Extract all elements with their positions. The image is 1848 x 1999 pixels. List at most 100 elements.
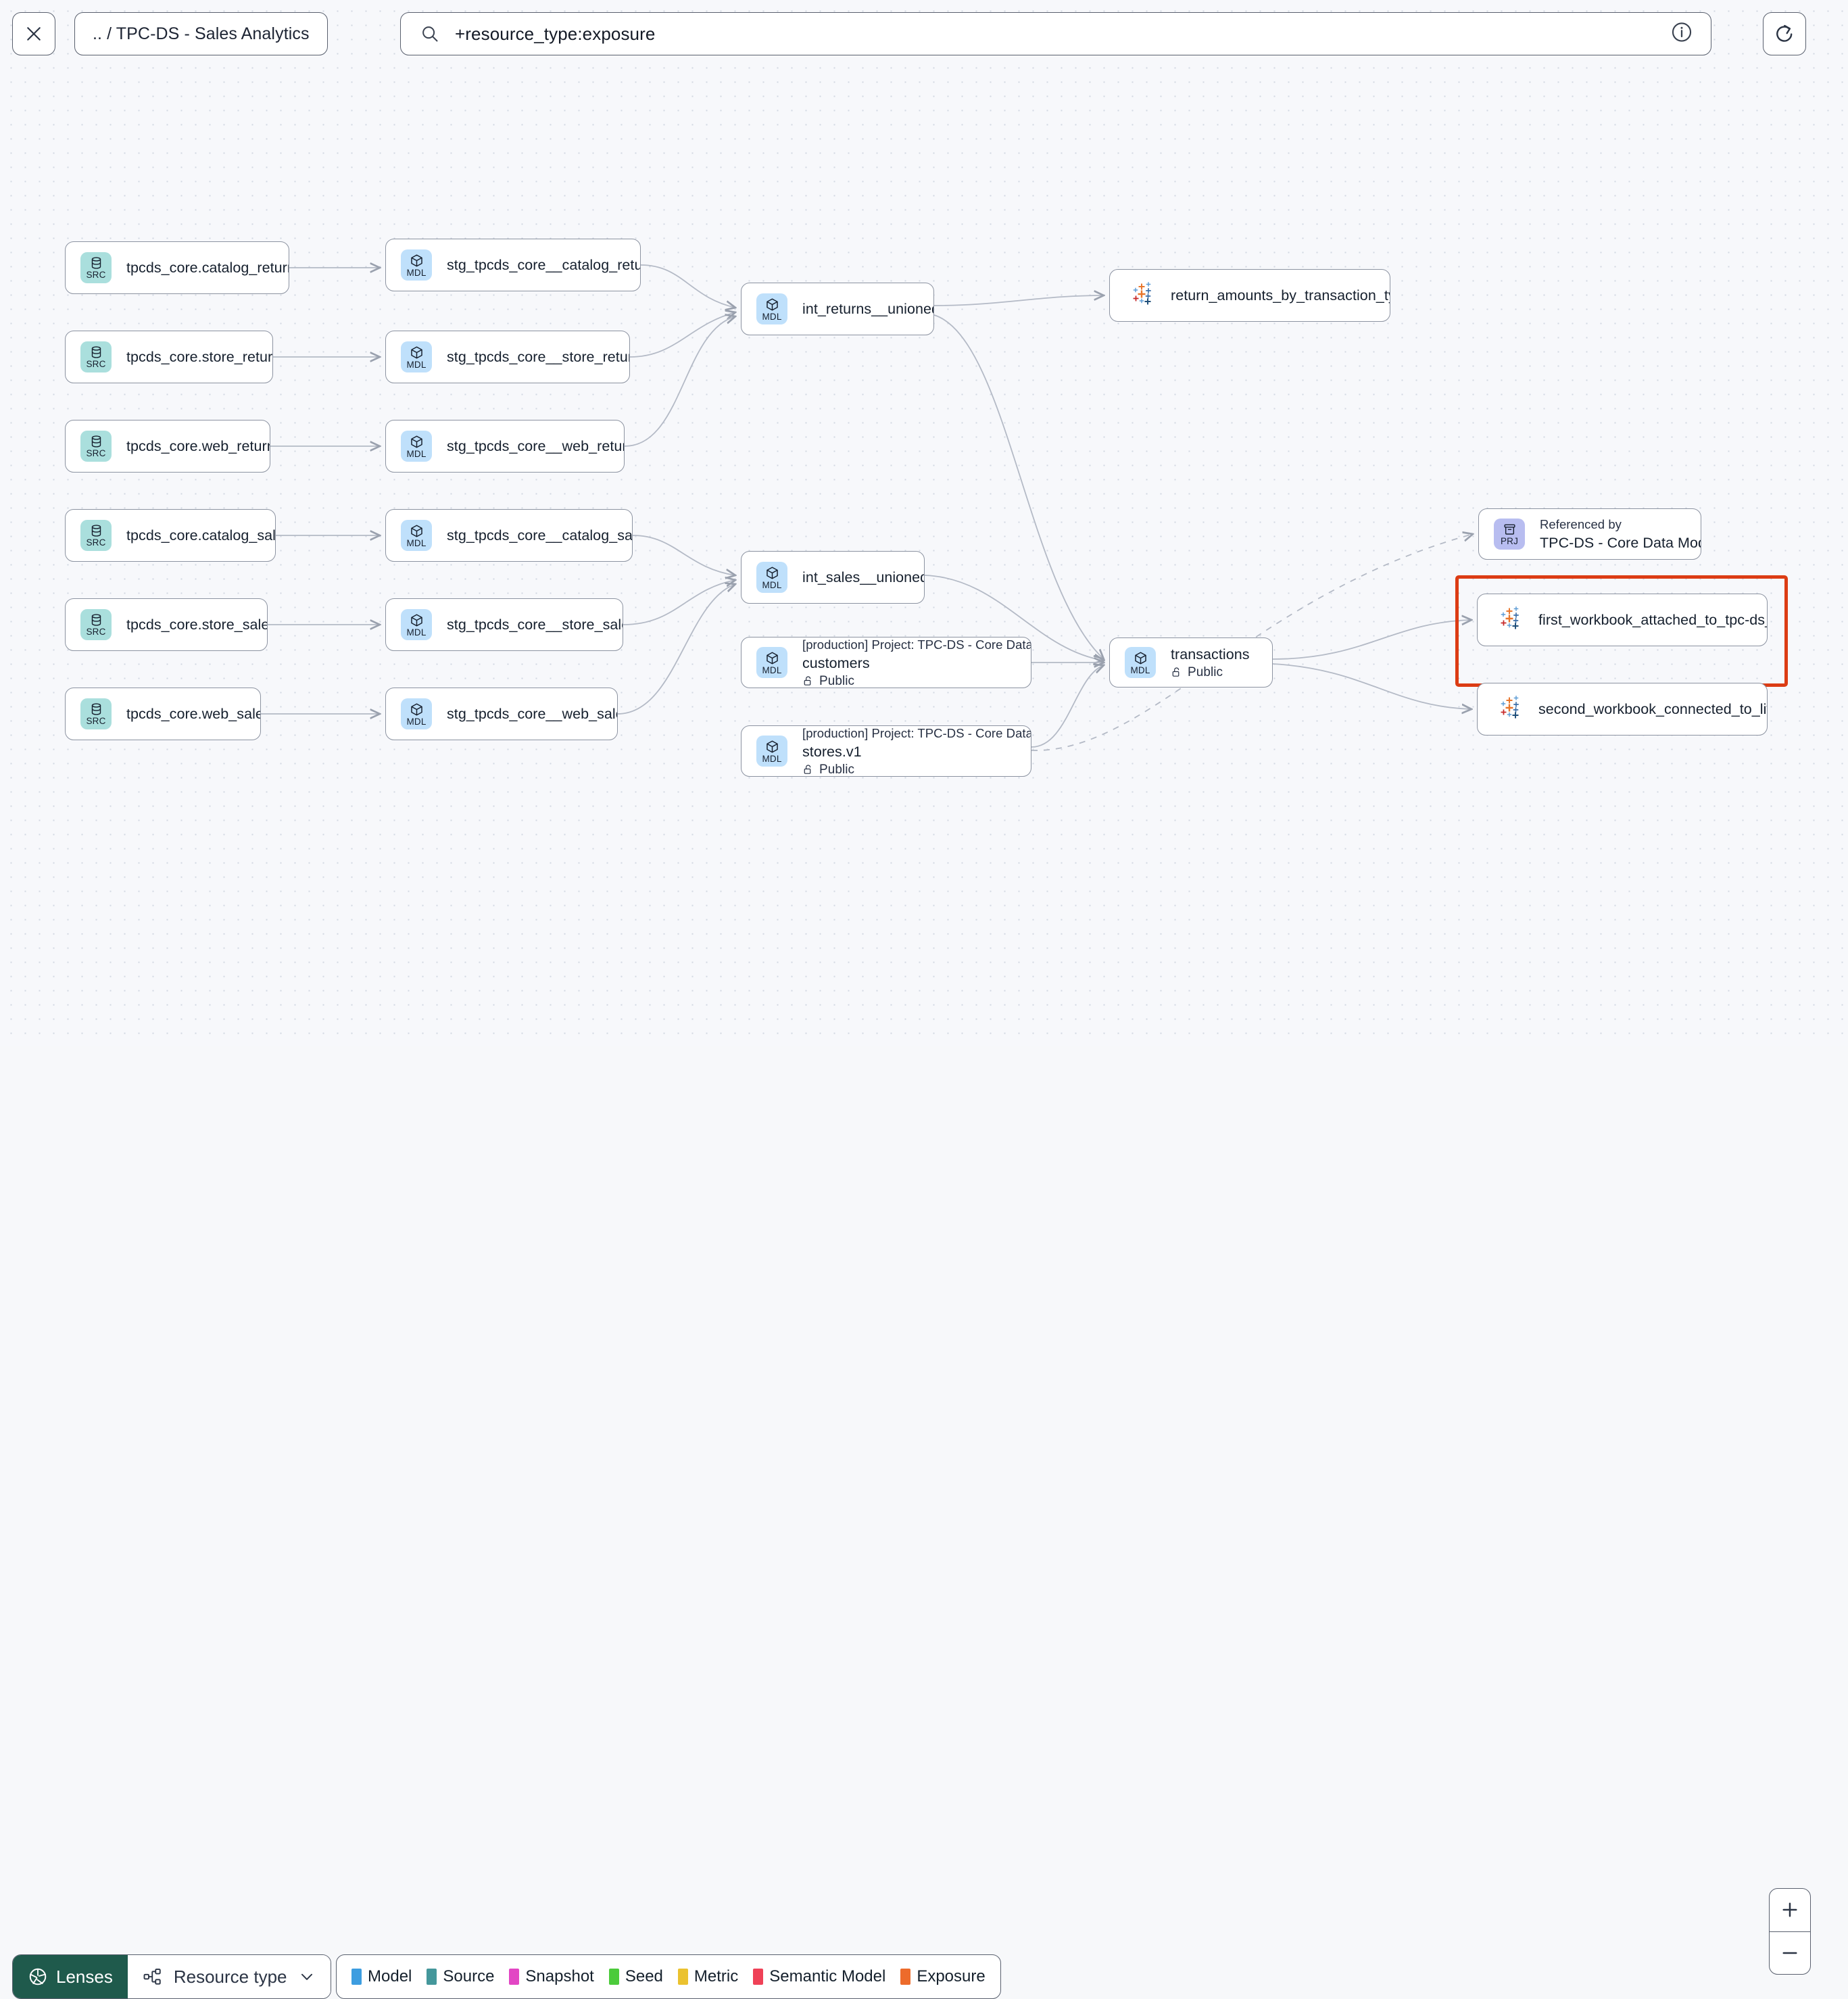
resource-type-dropdown[interactable]: Resource type — [127, 1955, 331, 1998]
chevron-down-icon — [301, 1973, 312, 1980]
legend-item-seed: Seed — [608, 1967, 663, 1986]
badge-label: SRC — [86, 537, 106, 548]
tableau-icon — [1501, 606, 1519, 629]
graph-node-mdl-customers[interactable]: MDL [production] Project: TPC-DS - Core D… — [741, 637, 1031, 688]
legend-swatch — [608, 1969, 619, 1985]
node-access-label: Public — [819, 762, 855, 777]
graph-node-exp-return-amounts[interactable]: return_amounts_by_transaction_type — [1109, 269, 1390, 322]
database-icon: SRC — [80, 698, 112, 729]
graph-node-src-store-sales[interactable]: SRC tpcds_core.store_sales — [65, 598, 268, 651]
cube-icon: MDL — [756, 293, 787, 324]
node-label: stg_tpcds_core__catalog_sales — [447, 527, 632, 544]
zoom-controls — [1769, 1888, 1811, 1975]
database-icon: SRC — [80, 431, 112, 462]
node-label: stg_tpcds_core__store_sales — [447, 616, 623, 633]
aperture-icon — [29, 1968, 47, 1985]
tableau-icon — [1495, 606, 1524, 634]
badge-label: SRC — [86, 448, 106, 458]
graph-node-src-web-returns[interactable]: SRC tpcds_core.web_returns — [65, 420, 270, 473]
cube-icon: MDL — [401, 341, 432, 372]
graph-node-mdl-stores-v1[interactable]: MDL [production] Project: TPC-DS - Core D… — [741, 725, 1031, 777]
graph-node-mdl-int-returns-unioned[interactable]: MDL int_returns__unioned — [741, 283, 934, 335]
node-access-badge: Public — [802, 673, 1031, 690]
hierarchy-icon — [143, 1969, 161, 1985]
breadcrumb[interactable]: .. / TPC-DS - Sales Analytics — [74, 12, 328, 55]
legend-item-metric: Metric — [677, 1967, 738, 1986]
tableau-icon — [1495, 695, 1524, 723]
unlock-icon — [804, 764, 811, 774]
badge-label: SRC — [86, 627, 106, 637]
referenced-by-label: Referenced by — [1540, 517, 1622, 531]
database-icon: SRC — [80, 252, 112, 283]
node-label: int_sales__unioned — [802, 569, 924, 585]
node-label: stg_tpcds_core__store_returns — [447, 348, 629, 365]
tableau-icon — [1127, 281, 1156, 310]
database-icon: SRC — [80, 520, 112, 551]
node-label: return_amounts_by_transaction_type — [1171, 287, 1390, 304]
badge-label: MDL — [406, 359, 427, 370]
badge-label: MDL — [406, 627, 427, 637]
badge-label: MDL — [762, 665, 782, 675]
badge-label: MDL — [762, 753, 782, 764]
legend-item-snapshot: Snapshot — [509, 1967, 594, 1986]
node-label: second_workbook_connected_to_live… — [1538, 700, 1767, 717]
node-project-label: [production] Project: TPC-DS - Core Data… — [802, 725, 1031, 740]
badge-label: SRC — [86, 270, 106, 280]
refresh-button[interactable] — [1763, 12, 1806, 55]
minus-icon — [1782, 1952, 1797, 1954]
search-input-value: +resource_type:exposure — [455, 23, 656, 44]
refresh-icon — [1776, 24, 1793, 42]
graph-node-exp-second-workbook[interactable]: second_workbook_connected_to_live… — [1477, 683, 1768, 736]
node-project-label: [production] Project: TPC-DS - Core Data… — [802, 637, 1031, 652]
legend-label: Exposure — [917, 1967, 986, 1985]
legend-swatch — [351, 1969, 362, 1985]
tableau-icon — [1501, 696, 1519, 719]
graph-node-exp-first-workbook[interactable]: first_workbook_attached_to_tpc-ds_-_… — [1477, 594, 1768, 646]
node-label: int_returns__unioned — [802, 300, 933, 317]
lenses-button[interactable]: Lenses — [13, 1955, 128, 1998]
info-circle-icon[interactable] — [1670, 21, 1693, 47]
node-label: tpcds_core.web_returns — [126, 437, 270, 454]
badge-label: MDL — [406, 267, 427, 278]
cube-icon: MDL — [1125, 647, 1156, 678]
close-button[interactable] — [12, 12, 55, 55]
badge-label: SRC — [86, 716, 106, 726]
legend-swatch — [900, 1969, 911, 1985]
database-icon: SRC — [80, 341, 112, 372]
cube-icon: MDL — [401, 431, 432, 462]
badge-label: MDL — [1130, 665, 1150, 675]
zoom-in-button[interactable] — [1770, 1889, 1810, 1932]
graph-node-mdl-stg-store-returns[interactable]: MDL stg_tpcds_core__store_returns — [385, 331, 630, 383]
graph-node-mdl-int-sales-unioned[interactable]: MDL int_sales__unioned — [741, 551, 925, 604]
node-label: stg_tpcds_core__web_sales — [447, 705, 617, 722]
zoom-out-button[interactable] — [1770, 1932, 1810, 1975]
node-access-label: Public — [819, 673, 855, 688]
badge-label: MDL — [762, 311, 782, 322]
badge-label: PRJ — [1500, 536, 1519, 546]
cube-icon: MDL — [401, 249, 432, 281]
node-label: tpcds_core.catalog_returns — [126, 259, 289, 276]
cube-icon: MDL — [756, 562, 787, 593]
node-label: tpcds_core.store_sales — [126, 616, 267, 633]
search-input[interactable]: +resource_type:exposure — [400, 12, 1711, 55]
plus-icon — [1782, 1902, 1797, 1917]
graph-node-mdl-stg-store-sales[interactable]: MDL stg_tpcds_core__store_sales — [385, 598, 623, 651]
legend-label: Snapshot — [525, 1967, 594, 1985]
unlock-icon — [1172, 667, 1180, 677]
lenses-label: Lenses — [56, 1966, 113, 1987]
legend-swatch — [427, 1969, 437, 1985]
graph-node-src-catalog-returns[interactable]: SRC tpcds_core.catalog_returns — [65, 241, 289, 294]
legend-label: Semantic Model — [769, 1967, 886, 1985]
badge-label: MDL — [406, 448, 427, 459]
